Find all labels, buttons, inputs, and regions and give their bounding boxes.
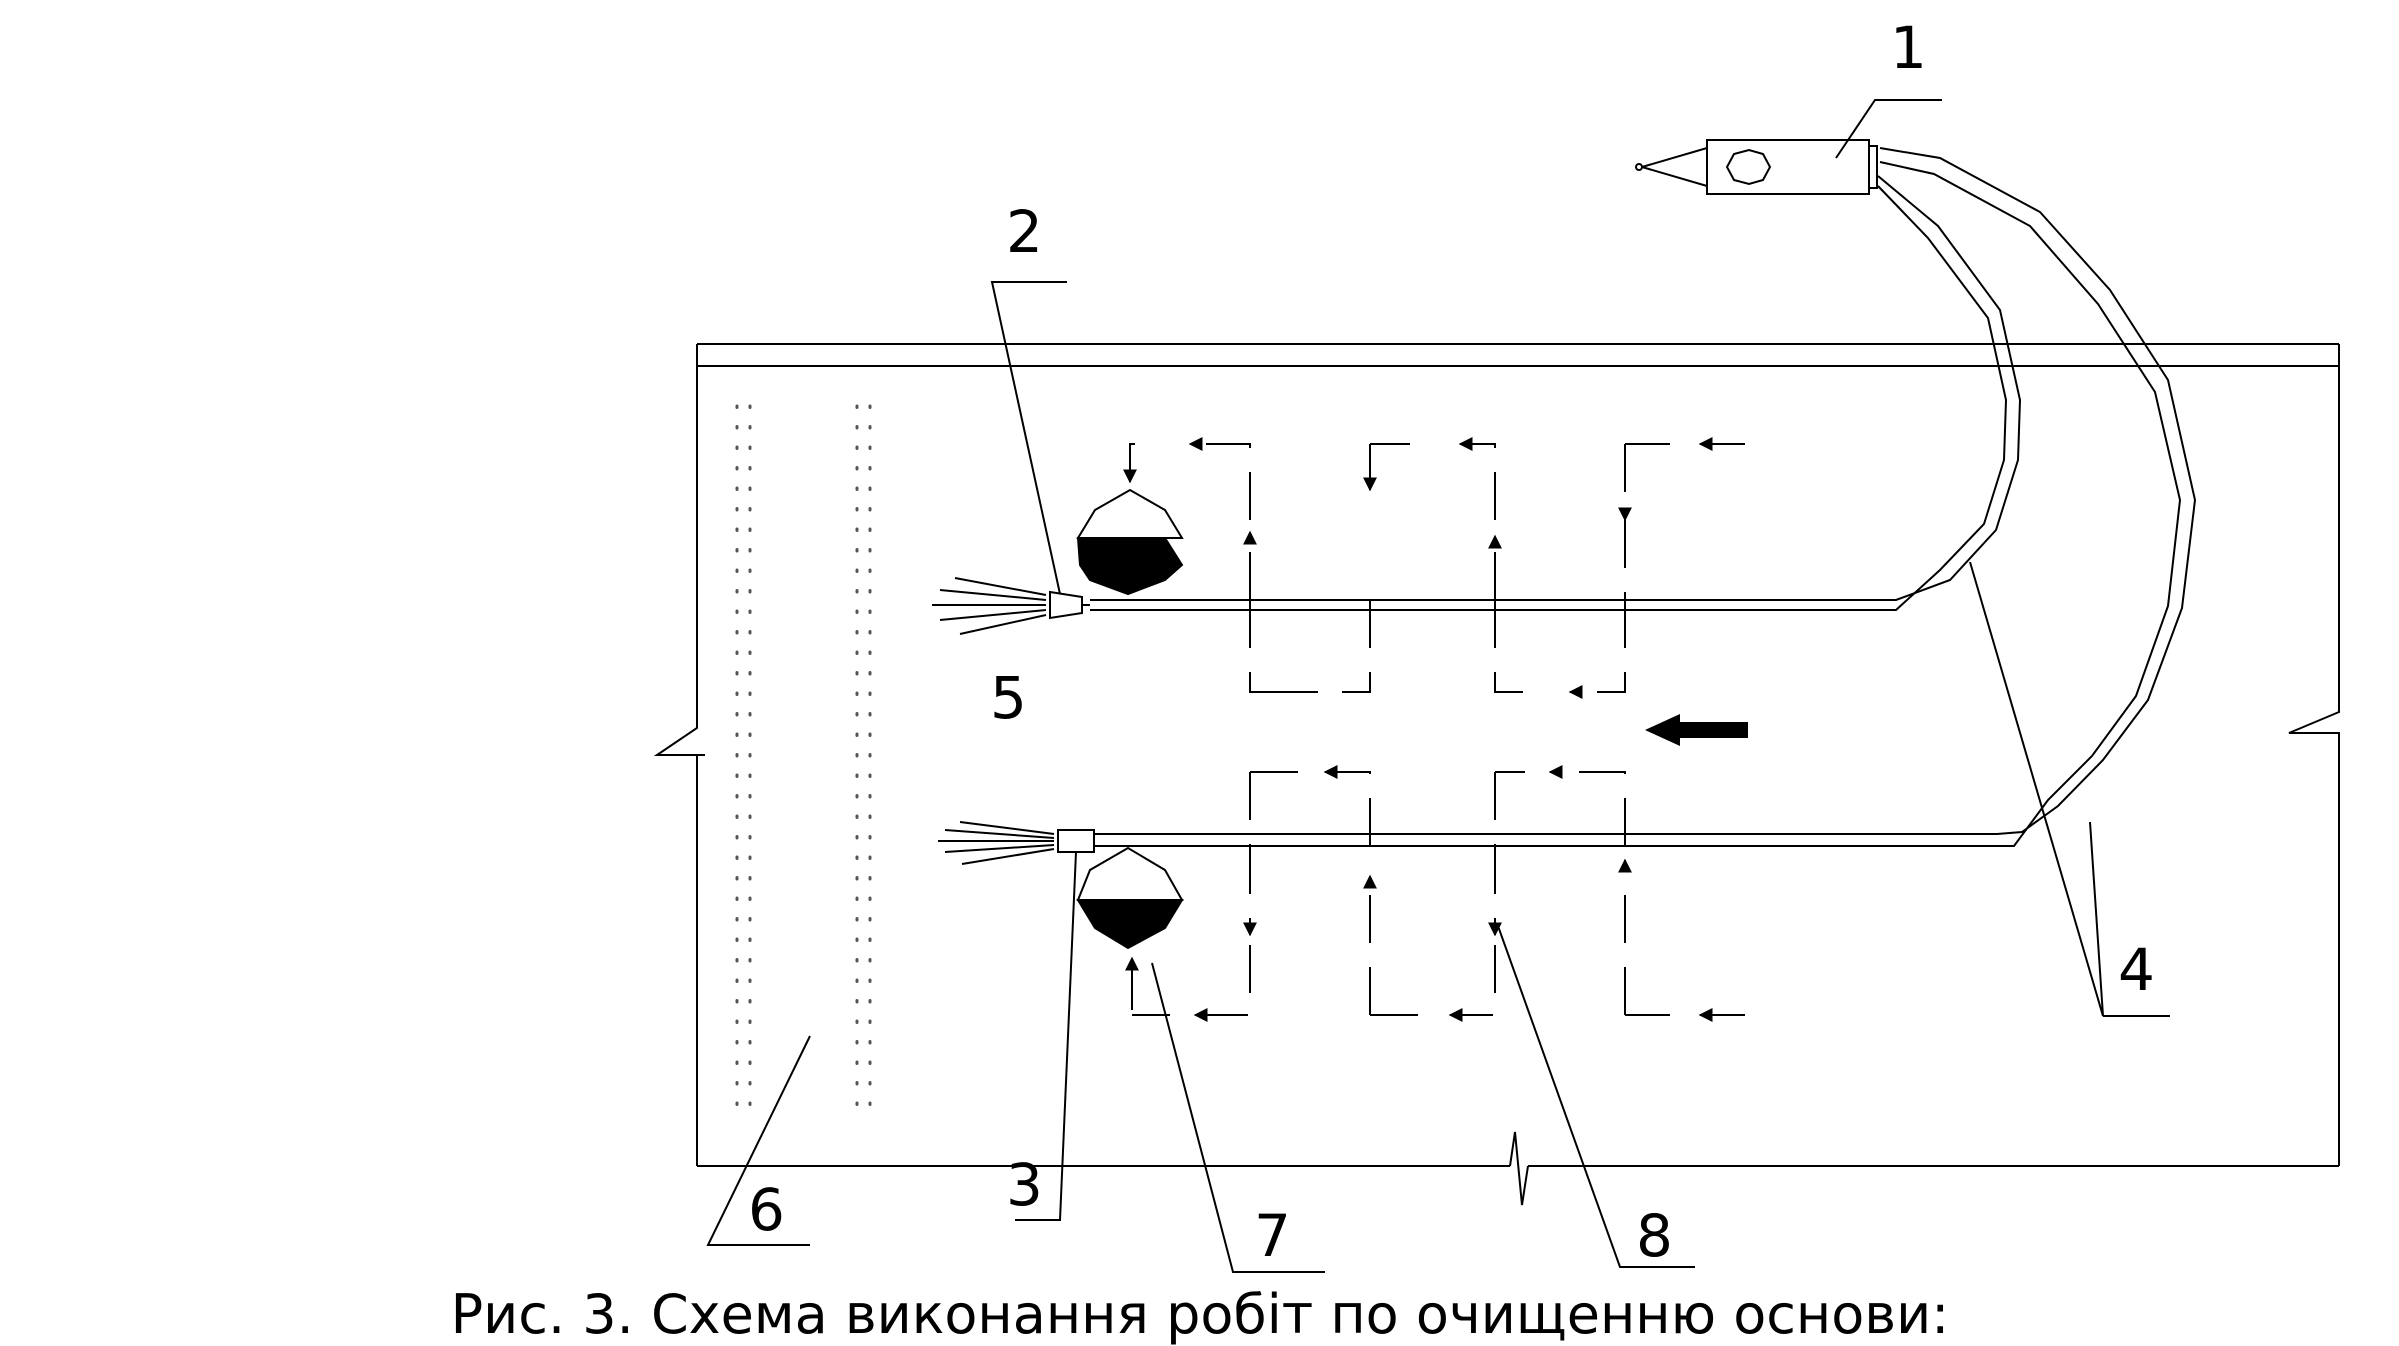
label-2: 2 bbox=[1006, 198, 1043, 266]
leader-lines bbox=[706, 99, 2170, 1273]
upper-nozzle bbox=[932, 577, 1090, 635]
figure-caption: Рис. 3. Схема виконання робіт по очищенн… bbox=[451, 1283, 1950, 1346]
label-4: 4 bbox=[2118, 936, 2155, 1004]
lower-flow-arrows bbox=[1125, 765, 1745, 1022]
label-6: 6 bbox=[748, 1176, 785, 1244]
dotted-zone bbox=[735, 404, 872, 1120]
compressor-unit bbox=[1635, 139, 1878, 195]
callout-labels: 1 2 3 4 5 6 7 8 bbox=[748, 14, 2155, 1270]
direction-arrow bbox=[1645, 714, 1748, 746]
label-7: 7 bbox=[1254, 1202, 1291, 1270]
air-hoses bbox=[1090, 147, 2197, 847]
base-slab bbox=[653, 343, 2340, 1206]
label-8: 8 bbox=[1636, 1202, 1673, 1270]
debris-pile-lower bbox=[1076, 846, 1184, 950]
upper-flow-arrows bbox=[1123, 437, 1745, 699]
label-3: 3 bbox=[1006, 1151, 1043, 1219]
label-5: 5 bbox=[990, 664, 1027, 732]
debris-pile-upper bbox=[1076, 488, 1184, 596]
lower-nozzle bbox=[938, 821, 1095, 865]
label-1: 1 bbox=[1890, 14, 1927, 82]
